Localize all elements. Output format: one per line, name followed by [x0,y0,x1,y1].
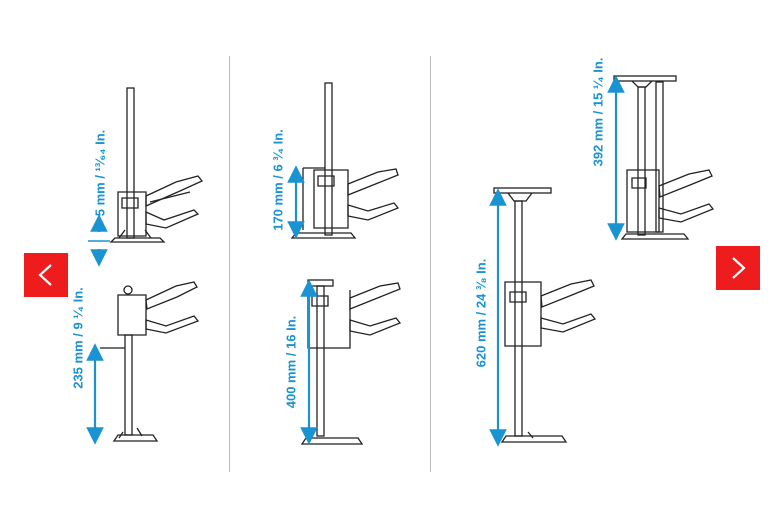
previous-slide-button[interactable] [24,253,68,297]
lifter-unit-4 [300,279,402,445]
lifter-unit-1 [109,87,204,243]
chevron-right-icon [732,257,746,279]
divider-2 [430,56,431,472]
dimension-arrows [86,75,625,447]
lifter-unit-3 [290,82,400,239]
dimension-label-392mm: 392 mm / 15 ¹⁄₄ In. [590,57,606,167]
next-slide-button[interactable] [716,246,760,290]
chevron-left-icon [38,264,52,286]
lifter-unit-5 [493,187,597,443]
dimension-label-620mm: 620 mm / 24 ³⁄₈ In. [473,258,489,368]
dimension-label-400mm: 400 mm / 16 In. [283,315,299,409]
dimension-label-170mm: 170 mm / 6 ³⁄₄ In. [270,129,286,231]
lifter-unit-6 [613,75,715,240]
dimension-label-235mm: 235 mm / 9 ¹⁄₄ In. [70,287,86,389]
dimension-label-5mm: 5 mm / ¹³⁄₆₄ In. [92,129,108,217]
lifter-unit-2 [100,281,200,442]
divider-1 [229,56,230,472]
